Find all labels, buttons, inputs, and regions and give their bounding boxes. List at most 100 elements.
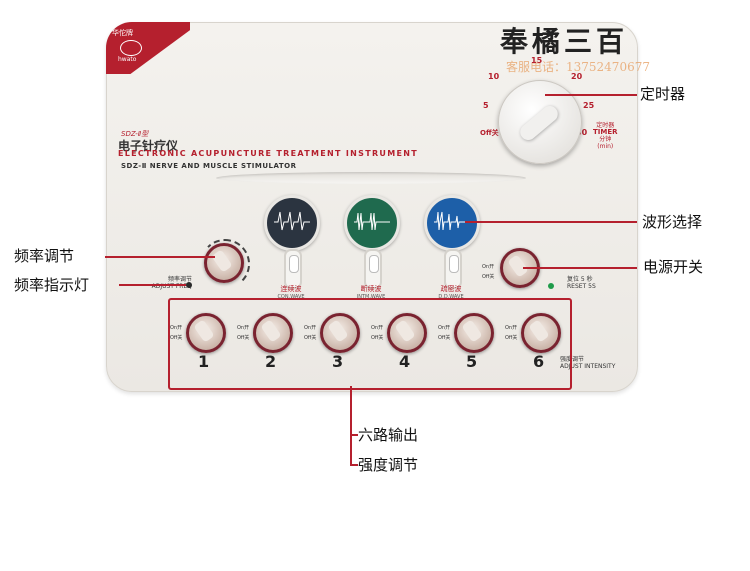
timer-tick-30: 30 [576,128,588,137]
timer-tick-5: 5 [483,101,489,110]
timer-tick-25: 25 [583,101,595,110]
channels-callout-tick-2 [350,464,358,466]
logo-text: 华佗牌 [112,29,133,37]
wave-indicator-dense-sparse [424,195,480,251]
timer-label: 定时器 TIMER 分钟 (min) [593,122,618,150]
freq-indicator-led [186,282,192,288]
wave-indicator-continuous [264,195,320,251]
callout-power-switch: 电源开关 [643,258,704,276]
channel-off-label: Off关 [505,335,518,341]
channel-on-label: On开 [438,325,451,331]
switch-nub [289,255,299,273]
timer-label-unit: 分钟 [599,136,612,143]
knob-grip [507,254,529,278]
reset-label-en: RESET 5S [567,283,596,290]
brand-logo: 华佗牌 hwato [106,22,190,74]
channel-6-onoff: On开 Off关 [505,323,517,343]
power-callout-line [523,267,637,269]
channel-4-number: 4 [399,352,411,371]
intensity-label-en: ADJUST INTENSITY [560,363,616,370]
channel-3-knob[interactable] [320,313,360,353]
wave-label-cn: 连续波 [280,285,302,293]
power-on-label: On开 [482,264,495,270]
wave-callout-line [465,221,637,223]
timer-label-en: TIMER [593,128,618,136]
timer-tick-10: 10 [488,72,500,81]
wave-switch-dense-sparse[interactable] [444,249,462,289]
channel-5-knob[interactable] [454,313,494,353]
freq-led-callout-line [119,284,186,286]
channels-callout-line [350,386,352,466]
device-title-en: ELECTRONIC ACUPUNCTURE TREATMENT INSTRUM… [118,149,418,158]
freq-label-en: ADJUST FREQ [151,283,192,290]
channel-5-onoff: On开 Off关 [438,323,450,343]
channel-on-label: On开 [237,325,250,331]
power-onoff-labels: On开 Off关 [482,262,494,282]
intensity-label-cn: 强度调节 [560,356,585,363]
channel-on-label: On开 [505,325,518,331]
channel-off-label: Off关 [237,335,250,341]
callout-freq-adjust: 频率调节 [14,247,75,265]
continuous-wave-icon [274,211,310,231]
wave-label-cn: 疏密波 [440,285,462,293]
channel-1-number: 1 [198,352,210,371]
wave-indicator-intermittent [344,195,400,251]
wave-label-cn: 断续波 [360,285,382,293]
freq-adjust-knob[interactable] [204,243,244,283]
channel-4-knob[interactable] [387,313,427,353]
wave-label-en: D.D.WAVE [438,294,464,300]
reset-label-cn: 复位 5 秒 [567,276,593,283]
channel-5-number: 5 [466,352,478,371]
callout-timer: 定时器 [640,85,686,103]
decorative-slot [216,172,526,184]
logo-subtext: hwato [118,56,137,63]
device-title-cn: 电子针疗仪 [118,139,179,153]
power-indicator-led [548,283,554,289]
freq-callout-line [105,256,215,258]
callout-six-output: 六路输出 [358,426,419,444]
wave-switch-continuous[interactable] [284,249,302,289]
channel-3-number: 3 [332,352,344,371]
timer-label-cn: 定时器 [596,122,615,129]
timer-tick-off: Off关 [480,129,499,137]
switch-nub [449,255,459,273]
timer-label-min: (min) [597,143,614,150]
channel-on-label: On开 [371,325,384,331]
channel-on-label: On开 [304,325,317,331]
channel-on-label: On开 [170,325,183,331]
channel-1-knob[interactable] [186,313,226,353]
channels-callout-tick-1 [350,434,358,436]
channel-4-onoff: On开 Off关 [371,323,383,343]
model-label: SDZ-Ⅱ型 [121,130,149,138]
channels-highlight-box [168,298,572,390]
callout-freq-led: 频率指示灯 [14,276,90,294]
timer-pointer [517,102,561,144]
channel-6-number: 6 [533,352,545,371]
freq-scale-ring [200,239,250,289]
intermittent-wave-icon [354,212,390,231]
channel-off-label: Off关 [438,335,451,341]
device-subtitle: SDZ-Ⅱ NERVE AND MUSCLE STIMULATOR [121,162,297,170]
brand-phone: 客服电话：13752470677 [506,60,650,74]
brand-name: 奉橘三百 [500,25,629,58]
channel-2-number: 2 [265,352,277,371]
channel-2-knob[interactable] [253,313,293,353]
logo-seal-icon [120,40,142,56]
wave-label-en: CON.WAVE [277,294,305,300]
timer-dial[interactable] [498,80,582,164]
callout-wave-select: 波形选择 [642,213,703,231]
knob-grip [211,249,233,273]
channel-6-knob[interactable] [521,313,561,353]
timer-tick-15: 15 [531,56,543,65]
power-off-label: Off关 [482,274,495,280]
freq-label-cn: 频率调节 [167,276,192,283]
wave-switch-intermittent[interactable] [364,249,382,289]
channel-off-label: Off关 [371,335,384,341]
